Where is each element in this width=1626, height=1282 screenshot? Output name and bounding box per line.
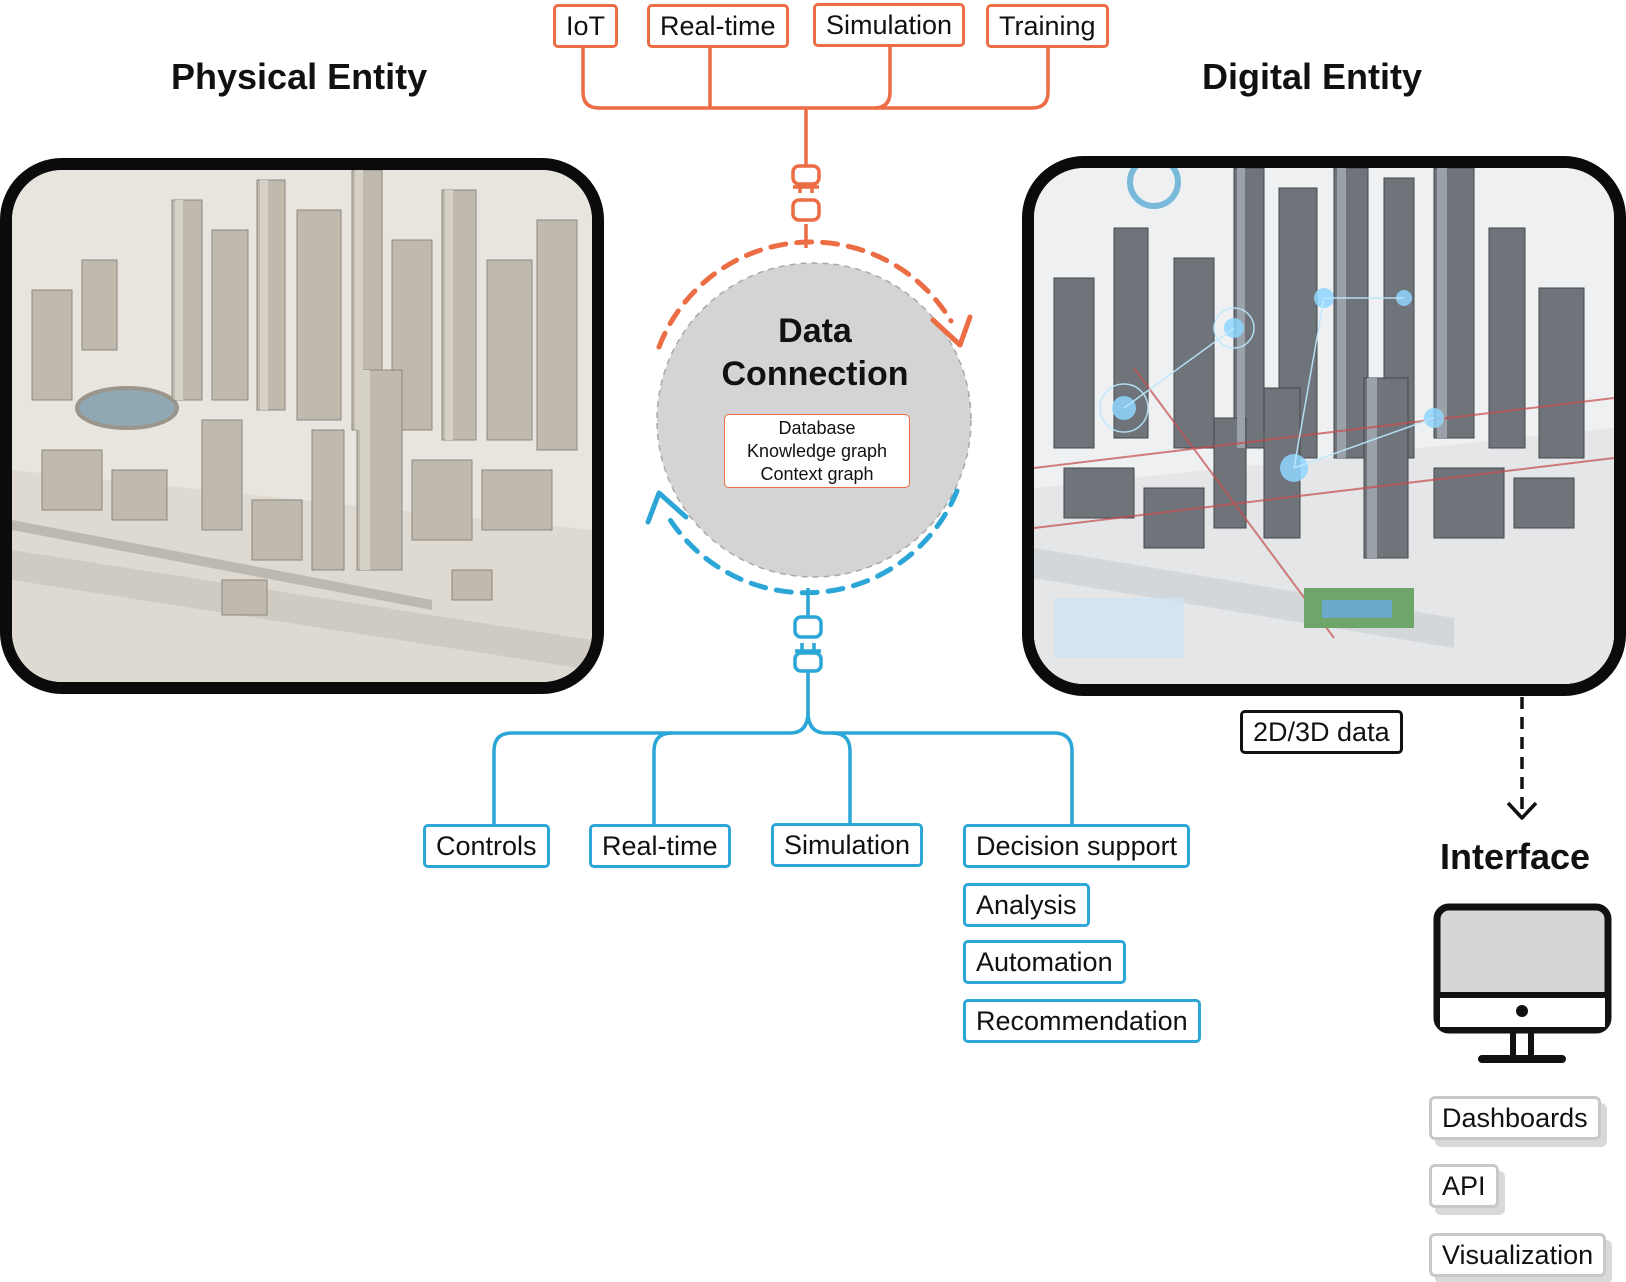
data-connection-title-line2: Connection	[721, 355, 909, 393]
physical-entity-image	[0, 158, 604, 694]
storage-box: Database Knowledge graph Context graph	[724, 414, 910, 488]
data-connection-title-line1: Data	[778, 312, 852, 350]
output-tag-real-time: Real-time	[589, 824, 731, 868]
storage-item-database: Database	[778, 418, 856, 438]
output-tag-analysis: Analysis	[963, 883, 1090, 927]
digital-entity-image	[1022, 156, 1626, 696]
input-flow-arc	[656, 239, 973, 350]
digital-entity-heading: Digital Entity	[1202, 56, 1423, 97]
input-tag-iot: IoT	[553, 4, 619, 48]
physical-entity-heading: Physical Entity	[171, 56, 428, 97]
data-connection-title: Data Connection	[655, 310, 975, 396]
input-tree-lines	[581, 42, 1050, 248]
output-tag-recommendation: Recommendation	[963, 999, 1201, 1043]
input-tag-real-time: Real-time	[647, 4, 789, 48]
output-tag-decision-support: Decision support	[963, 824, 1191, 868]
output-tree-lines	[492, 588, 1074, 826]
storage-item-knowledge-graph: Knowledge graph	[746, 441, 888, 461]
output-flow-arc	[645, 488, 960, 596]
input-tag-simulation: Simulation	[813, 3, 966, 47]
plug-icon	[793, 615, 823, 673]
plug-icon	[791, 164, 821, 222]
physical-city-illustration	[12, 170, 592, 682]
interface-heading: Interface	[1440, 836, 1591, 877]
digital-data-tag: 2D/3D data	[1240, 710, 1403, 754]
interface-item-dashboards: Dashboards	[1429, 1096, 1601, 1140]
interface-item-api: API	[1429, 1164, 1499, 1208]
storage-item-context-graph: Context graph	[760, 464, 874, 484]
monitor-icon	[1433, 903, 1612, 1063]
input-tag-training: Training	[986, 4, 1109, 48]
output-tag-controls: Controls	[423, 824, 550, 868]
interface-item-visualization: Visualization	[1429, 1233, 1607, 1277]
output-tag-simulation: Simulation	[771, 823, 924, 867]
digital-city-illustration	[1034, 168, 1614, 684]
output-tag-automation: Automation	[963, 940, 1126, 984]
